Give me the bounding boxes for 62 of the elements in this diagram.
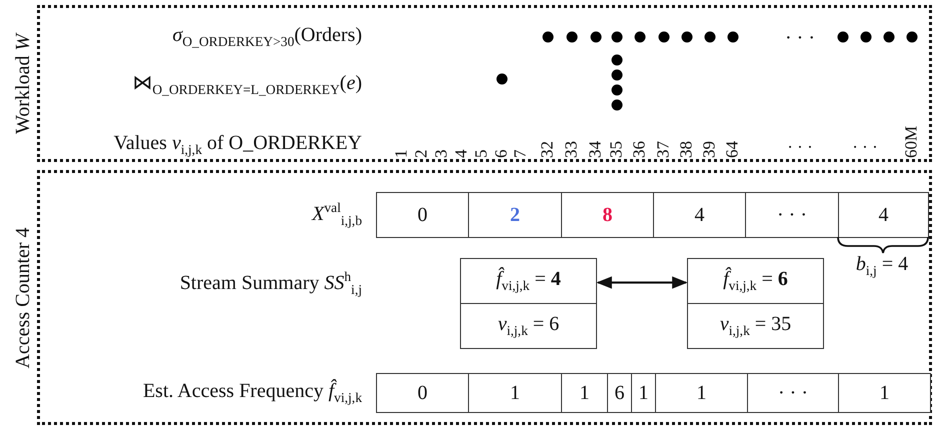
cell-value: 4 (878, 204, 888, 226)
axis-value: 7 (512, 150, 530, 158)
axis-value: 64 (724, 141, 742, 158)
axis-value: 39 (700, 141, 720, 158)
formula-text: f̂$_{vi,j,k}$ = 4 (495, 266, 562, 295)
axis-value: 37 (654, 141, 674, 158)
row-label: Est. Access Frequency f̂$_{vi,j,k}$ (142, 380, 362, 406)
axis-value: 33 (562, 141, 582, 158)
array-cell (468, 192, 562, 238)
ellipsis: · · · (785, 27, 815, 49)
formula-text: v$_{i,j,k}$ = 35 (688, 303, 823, 348)
axis-value: 4 (452, 150, 472, 158)
array-cell (631, 373, 656, 413)
row-label: b$_{i,j}$ = 4 (856, 253, 908, 279)
array-cell (376, 373, 469, 413)
panel-heading: Access Counter 4 (13, 226, 33, 368)
summary-entry-box (687, 258, 824, 349)
cell-value: · · · (777, 204, 807, 226)
cell-value: 1 (696, 382, 706, 404)
cell-value: 1 (880, 382, 890, 404)
axis-value: 34 (586, 141, 606, 158)
axis-value: 1 (392, 150, 412, 158)
array-cell (468, 373, 562, 413)
cell-value: 4 (694, 204, 704, 226)
cell-value: 8 (602, 204, 612, 226)
formula-text: f̂$_{vi,j,k}$ = 6 (722, 266, 789, 295)
array-cell (747, 373, 839, 413)
cell-value: · · · (778, 382, 808, 404)
double-arrow (596, 276, 688, 289)
array-cell (838, 373, 931, 413)
cell-value: 2 (510, 204, 520, 226)
row-label: ⋈$_{O_ORDERKEY=L_ORDERKEY}$(e) (132, 72, 362, 98)
axis-value: 2 (412, 150, 432, 158)
cell-value: 1 (638, 382, 648, 404)
cell-value: 6 (614, 382, 624, 404)
axis-value: 35 (608, 141, 626, 158)
cell-value: 0 (418, 204, 428, 226)
row-label: σ$_{O_ORDERKEY>30}$(Orders) (172, 24, 362, 50)
cell-value: 0 (418, 382, 428, 404)
axis-value: 38 (678, 141, 696, 158)
axis-value: 36 (630, 141, 650, 158)
axis-value: 6 (492, 150, 512, 158)
array-cell (653, 192, 746, 238)
array-cell (838, 192, 929, 238)
formula-text: v$_{i,j,k}$ = 6 (461, 303, 596, 348)
array-cell (745, 192, 839, 238)
array-cell (561, 373, 608, 413)
array-cell (376, 192, 469, 238)
cell-value: 1 (580, 382, 590, 404)
axis-value: 60M (902, 126, 922, 158)
axis-value: · · · (787, 138, 813, 158)
axis-value: 3 (432, 150, 452, 158)
array-cell (607, 373, 632, 413)
array-cell (561, 192, 654, 238)
axis-value: · · · (852, 138, 878, 158)
array-cell (655, 373, 748, 413)
summary-entry-box (460, 258, 597, 349)
cell-value: 1 (510, 382, 520, 404)
row-label: Values v$_{i,j,k}$ of O_ORDERKEY (114, 132, 362, 158)
panel-heading: Workload W (13, 33, 33, 134)
axis-value: 32 (538, 141, 558, 158)
axis-value: 5 (472, 150, 492, 158)
